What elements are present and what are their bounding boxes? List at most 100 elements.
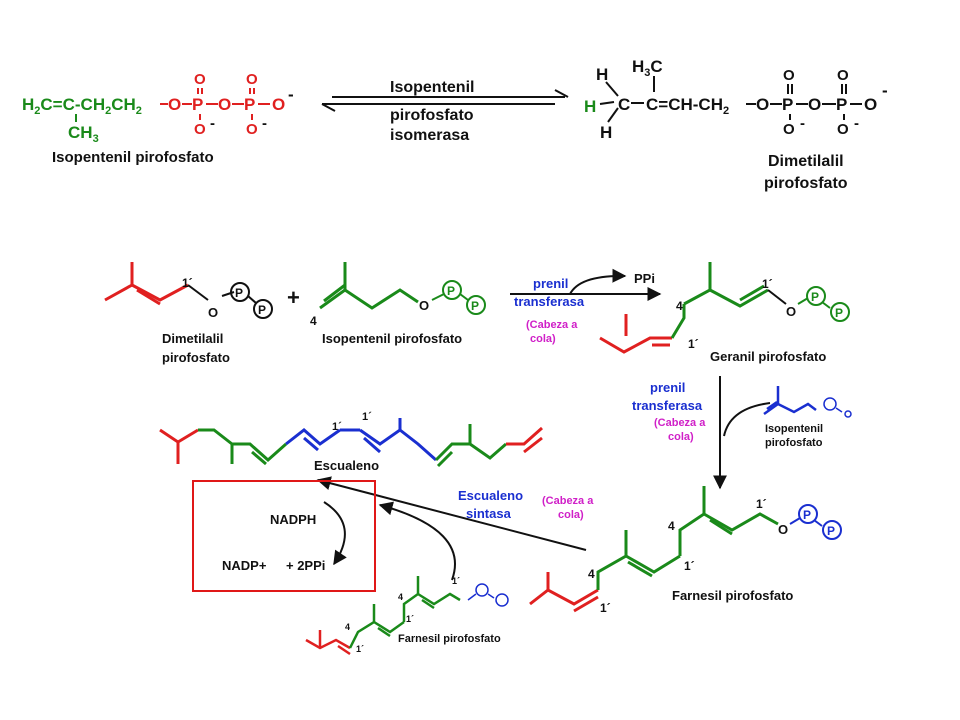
synthase-line1: Escualeno (458, 488, 523, 503)
svg-text:H3C: H3C (632, 57, 663, 79)
ipp-skeletal (319, 262, 486, 315)
dmapp-p2: P (836, 95, 847, 114)
ipp-o-bot1: O (194, 121, 206, 138)
ipp-ch2-sub: 2 (105, 105, 111, 117)
isomerase-line1: Isopentenil (390, 79, 474, 96)
headtail2-line1: (Cabeza a (654, 417, 706, 429)
dmapp-label-2: pirofosfato (162, 350, 230, 365)
plus-sign: + (287, 285, 300, 310)
dmapp-1prime: 1´ (182, 276, 193, 290)
nadph-label: NADPH (270, 512, 316, 527)
ipp-o-top1: O (194, 71, 206, 88)
ipp-o2: O (218, 95, 231, 114)
ipp-o3: O (272, 95, 285, 114)
small-fpp-1prime-c: 1´ (356, 644, 364, 654)
dmapp-o-top2: O (837, 67, 849, 84)
ipp-ch3: CH (68, 123, 93, 142)
ipp-minus3: - (288, 85, 294, 104)
headtail2-line2: cola) (668, 431, 694, 443)
fpp-o: O (778, 522, 788, 537)
cofactor-highlight-box (192, 480, 376, 592)
headtail3-line2: cola) (558, 509, 584, 521)
small-fpp-curve-arrow (378, 501, 456, 581)
dmapp-h-bot: H (600, 123, 612, 142)
small-fpp-label: Farnesil pirofosfato (398, 633, 501, 645)
gpp-label: Geranil pirofosfato (710, 349, 826, 364)
ipp-o1: O (168, 95, 181, 114)
prenyl-arrow-2 (713, 376, 771, 490)
headtail1-line1: (Cabeza a (526, 319, 578, 331)
small-fpp-4a: 4 (345, 622, 350, 632)
gpp-1prime-b: 1´ (762, 277, 773, 291)
dmapp-h3: H (632, 57, 644, 76)
isomerase-arrows (321, 89, 569, 112)
gpp-p2-circle: P (835, 306, 843, 320)
ipp-p2: P (244, 95, 255, 114)
ipp-p1: P (192, 95, 203, 114)
dmapp-name-line1: Dimetilalil (768, 153, 844, 170)
squalene-1prime-a: 1´ (332, 421, 342, 433)
svg-text:CH3: CH3 (68, 123, 99, 145)
dmapp-o2: O (808, 95, 821, 114)
gpp-o: O (786, 304, 796, 319)
svg-text:C=CH-CH2: C=CH-CH2 (646, 95, 729, 117)
enzyme2-line2: transferasa (632, 398, 703, 413)
dmapp-label-1: Dimetilalil (162, 331, 223, 346)
squalene-skeletal (159, 418, 543, 468)
ppi2-label: + 2PPi (286, 558, 325, 573)
dmapp-c-top: C (650, 57, 662, 76)
gpp-1prime-a: 1´ (688, 337, 699, 351)
dmapp-o: O (208, 305, 218, 320)
dmapp-h-left: H (584, 97, 596, 116)
small-fpp-skeletal (305, 576, 509, 656)
fpp-1prime-b: 1´ (684, 559, 695, 573)
dmapp-chain-sub: 2 (723, 105, 729, 117)
enzyme1-line2: transferasa (514, 294, 585, 309)
ipp-o-bot2: O (246, 121, 258, 138)
ipp-p1-circle: P (447, 284, 455, 298)
small-fpp-1prime-b: 1´ (406, 614, 414, 624)
isomerase-line3: isomerasa (390, 127, 469, 144)
ipp-h: H (22, 95, 34, 114)
small-fpp-4b: 4 (398, 592, 403, 602)
dmapp-c: C (618, 95, 630, 114)
squalene-label: Escualeno (314, 458, 379, 473)
ipp-name: Isopentenil pirofosfato (52, 149, 214, 166)
nadph-curve-arrow (323, 501, 347, 566)
nadp-label: NADP+ (222, 558, 267, 573)
ppi-label: PPi (634, 271, 655, 286)
dmapp-formula: H H H C H3C C=CH-CH2 O P O O - O P O O -… (584, 57, 888, 142)
enzyme2-line1: prenil (650, 380, 685, 395)
dmapp-minus2: - (854, 115, 859, 132)
fpp-p1-circle: P (803, 508, 811, 522)
synthase-line2: sintasa (466, 506, 512, 521)
fpp-label: Farnesil pirofosfato (672, 588, 793, 603)
dmapp-p2-circle: P (258, 303, 266, 317)
dmapp-minus3: - (882, 81, 888, 100)
synthase-arrow (316, 476, 587, 551)
dmapp-p1: P (782, 95, 793, 114)
ipp-minus2: - (262, 115, 267, 132)
dmapp-o1: O (756, 95, 769, 114)
small-ipp-label-2: pirofosfato (765, 437, 823, 449)
headtail1-line2: cola) (530, 333, 556, 345)
ipp-ch2: CH (111, 95, 136, 114)
small-ipp-label-1: Isopentenil (765, 423, 823, 435)
ipp-p2-circle: P (471, 299, 479, 313)
ipp-chain: C=C-CH (40, 95, 105, 114)
headtail3-line1: (Cabeza a (542, 495, 594, 507)
ipp-ch3-sub: 3 (93, 133, 99, 145)
dmapp-h-top: H (596, 65, 608, 84)
ipp-minus1: - (210, 115, 215, 132)
ipp-h-sub: 2 (34, 105, 40, 117)
fpp-1prime-c: 1´ (756, 497, 767, 511)
dmapp-skeletal (104, 262, 273, 319)
isomerase-line2: pirofosfato (390, 107, 474, 124)
dmapp-h3-sub: 3 (644, 67, 650, 79)
dmapp-o-bot1: O (783, 121, 795, 138)
fpp-p2-circle: P (827, 524, 835, 538)
dmapp-o-top1: O (783, 67, 795, 84)
small-ipp-skeletal (763, 386, 852, 418)
ipp-ch2b-sub: 2 (136, 105, 142, 117)
